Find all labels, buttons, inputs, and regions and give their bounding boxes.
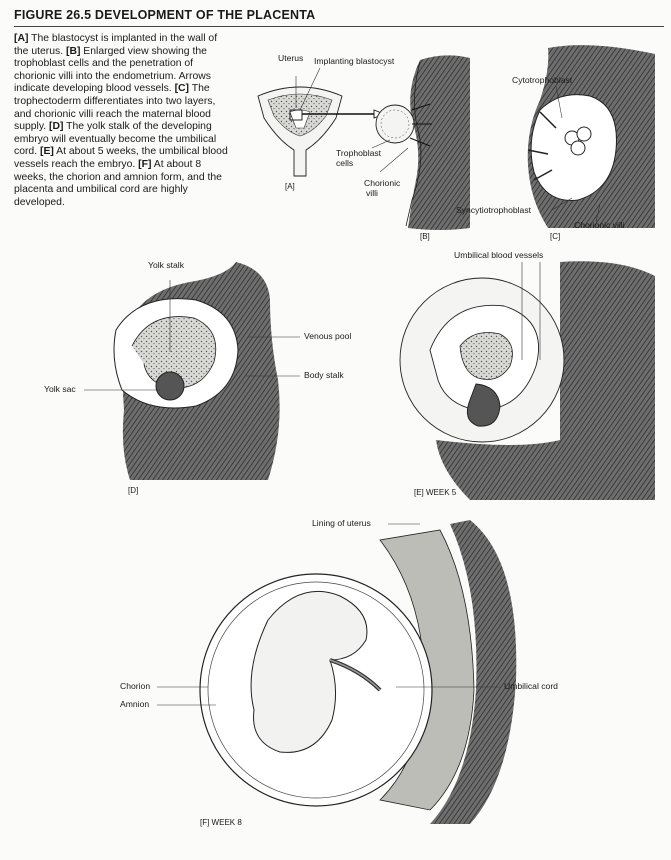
figure-caption: [A] The blastocyst is implanted in the w… <box>14 33 230 209</box>
label-yolk-sac: Yolk sac <box>44 384 76 394</box>
caption-tag-f: [F] <box>138 158 152 170</box>
caption-text-b: Enlarged view showing the trophoblast ce… <box>14 45 211 95</box>
label-chorionic-villi-c: Chorionic villi <box>574 220 625 230</box>
panel-a-tag: [A] <box>285 182 295 191</box>
label-chorionic-villi: villi <box>366 188 378 198</box>
label-umbilical-cord: Umbilical cord <box>504 681 558 691</box>
label-implanting-blastocyst: Implanting blastocyst <box>314 56 395 66</box>
caption-tag-e: [E] <box>40 146 54 158</box>
panel-e-tag: [E] WEEK 5 <box>414 488 457 497</box>
caption-text-a: The blastocyst is implanted in the wall … <box>14 33 218 57</box>
title-rule <box>14 26 664 27</box>
label-chorionic: Chorionic <box>364 178 401 188</box>
label-cytotrophoblast: Cytotrophoblast <box>512 75 573 85</box>
panel-f-week8-drawing <box>157 520 517 824</box>
panel-d-yolk-stalk-drawing <box>84 262 300 480</box>
panel-c-tag: [C] <box>550 232 561 241</box>
caption-tag-d: [D] <box>49 121 64 133</box>
caption-tag-a: [A] <box>14 33 29 44</box>
figure-title: FIGURE 26.5 DEVELOPMENT OF THE PLACENTA <box>14 8 316 22</box>
label-trophoblast: Trophoblast <box>336 148 382 158</box>
label-uterus: Uterus <box>278 53 304 63</box>
caption-tag-c: [C] <box>174 83 190 95</box>
caption-text-e: At about 5 weeks, the umbilical blood ve… <box>14 146 228 170</box>
caption-text-c: The trophectoderm differentiates into tw… <box>14 83 216 133</box>
label-yolk-stalk: Yolk stalk <box>148 260 184 270</box>
panel-b-trophoblast-drawing <box>371 55 470 230</box>
label-chorion: Chorion <box>120 681 151 691</box>
label-umbilical-blood-vessels: Umbilical blood vessels <box>454 250 544 260</box>
panel-a-uterus-drawing <box>257 67 386 177</box>
label-trophoblast-cells: cells <box>336 158 354 168</box>
label-amnion: Amnion <box>120 699 150 709</box>
panel-f-tag: [F] WEEK 8 <box>200 818 242 827</box>
panel-e-week5-drawing <box>399 261 655 500</box>
label-venous-pool: Venous pool <box>304 331 352 341</box>
caption-text-f: At about 8 weeks, the chorion and amnion… <box>14 158 222 208</box>
caption-tag-b: [B] <box>65 45 81 57</box>
caption-text-d: The yolk stalk of the developing embryo … <box>14 121 217 158</box>
label-body-stalk: Body stalk <box>304 370 344 380</box>
panel-d-tag: [D] <box>128 486 139 495</box>
label-syncytiotrophoblast: Syncytiotrophoblast <box>456 205 531 215</box>
label-lining-of-uterus: Lining of uterus <box>312 518 371 528</box>
panel-c-villi-drawing <box>527 45 655 228</box>
panel-b-tag: [B] <box>420 232 430 241</box>
